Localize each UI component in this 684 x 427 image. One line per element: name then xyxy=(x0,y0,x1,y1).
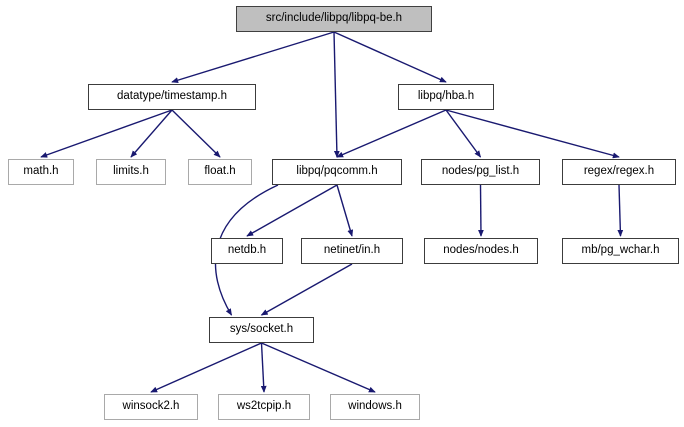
edge-timestamp-to-float xyxy=(171,109,221,158)
node-label-root: src/include/libpq/libpq-be.h xyxy=(265,12,403,25)
node-pqcomm[interactable]: libpq/pqcomm.h xyxy=(272,159,402,185)
node-label-windows: windows.h xyxy=(348,400,402,413)
node-pg_list[interactable]: nodes/pg_list.h xyxy=(421,159,540,185)
node-label-ws2tcpip: ws2tcpip.h xyxy=(236,400,292,413)
edge-regex-to-pg_wchar xyxy=(617,184,624,237)
node-math[interactable]: math.h xyxy=(8,159,74,185)
edge-pqcomm-to-netinet xyxy=(336,184,354,237)
edge-hba-to-regex xyxy=(445,109,620,159)
node-label-netinet: netinet/in.h xyxy=(323,244,381,257)
node-timestamp[interactable]: datatype/timestamp.h xyxy=(88,84,256,110)
edge-socket-to-winsock2 xyxy=(150,342,262,393)
node-nodes[interactable]: nodes/nodes.h xyxy=(424,238,538,264)
edge-hba-to-pqcomm xyxy=(336,109,447,158)
node-label-limits: limits.h xyxy=(113,165,149,178)
node-label-netdb: netdb.h xyxy=(227,244,267,257)
node-pg_wchar[interactable]: mb/pg_wchar.h xyxy=(562,238,679,264)
node-ws2tcpip[interactable]: ws2tcpip.h xyxy=(218,394,310,420)
node-label-regex: regex/regex.h xyxy=(583,165,655,178)
node-hba[interactable]: libpq/hba.h xyxy=(398,84,494,110)
node-label-pqcomm: libpq/pqcomm.h xyxy=(296,165,378,178)
edge-root-to-pqcomm xyxy=(333,31,340,158)
edge-root-to-timestamp xyxy=(171,31,335,83)
node-label-socket: sys/socket.h xyxy=(229,323,294,336)
edge-netinet-to-socket xyxy=(260,263,353,316)
edge-timestamp-to-limits xyxy=(130,109,173,158)
edge-socket-to-ws2tcpip xyxy=(260,342,267,393)
node-socket[interactable]: sys/socket.h xyxy=(209,317,314,343)
node-label-nodes: nodes/nodes.h xyxy=(443,244,519,257)
node-label-float: float.h xyxy=(204,165,236,178)
node-windows[interactable]: windows.h xyxy=(330,394,420,420)
node-float[interactable]: float.h xyxy=(188,159,252,185)
edge-pqcomm-to-netdb xyxy=(246,184,338,237)
node-label-hba: libpq/hba.h xyxy=(417,90,475,103)
edge-socket-to-windows xyxy=(261,342,376,393)
node-netinet[interactable]: netinet/in.h xyxy=(301,238,403,264)
node-regex[interactable]: regex/regex.h xyxy=(562,159,676,185)
edge-pg_list-to-nodes xyxy=(477,184,484,237)
node-label-pg_wchar: mb/pg_wchar.h xyxy=(581,244,660,257)
node-winsock2[interactable]: winsock2.h xyxy=(104,394,198,420)
node-root[interactable]: src/include/libpq/libpq-be.h xyxy=(236,6,432,32)
edge-hba-to-pg_list xyxy=(445,109,482,158)
edge-timestamp-to-math xyxy=(40,109,173,158)
node-netdb[interactable]: netdb.h xyxy=(211,238,283,264)
node-label-pg_list: nodes/pg_list.h xyxy=(441,165,520,178)
node-limits[interactable]: limits.h xyxy=(96,159,166,185)
node-label-timestamp: datatype/timestamp.h xyxy=(117,90,227,103)
node-label-winsock2: winsock2.h xyxy=(122,400,180,413)
edge-root-to-hba xyxy=(333,31,447,83)
node-label-math: math.h xyxy=(23,165,59,178)
